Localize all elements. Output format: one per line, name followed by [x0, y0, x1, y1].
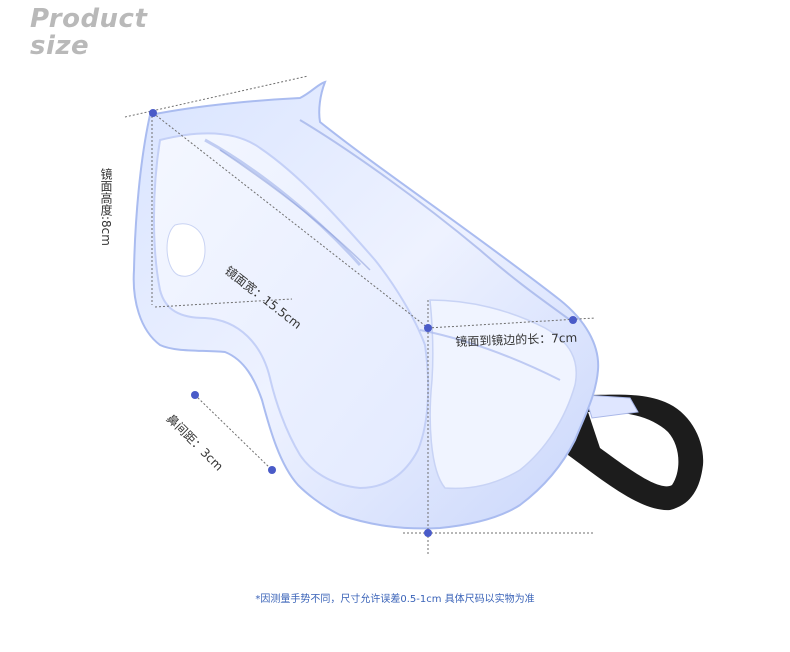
marker-center	[424, 324, 432, 332]
lens-height-label: 镜面高度:8cm	[99, 168, 113, 246]
marker-top-left	[149, 109, 157, 117]
elastic-strap	[568, 394, 704, 511]
product-size-title: Product size	[30, 6, 147, 60]
measurement-guides	[124, 75, 596, 555]
title-line-2: size	[30, 31, 90, 61]
measurement-note: *因测量手势不同，尺寸允许误差0.5-1cm 具体尺码以实物为准	[255, 594, 535, 605]
marker-depth-end	[569, 316, 577, 324]
title-line-1: Product	[30, 4, 148, 34]
marker-nose-start	[191, 391, 199, 399]
goggle-frame	[132, 80, 600, 530]
measurement-markers	[149, 109, 577, 537]
guide-top	[124, 75, 309, 118]
marker-nose-end	[268, 466, 276, 474]
guide-nose	[194, 394, 273, 471]
marker-bottom	[424, 529, 432, 537]
guide-mid-left	[154, 298, 293, 308]
